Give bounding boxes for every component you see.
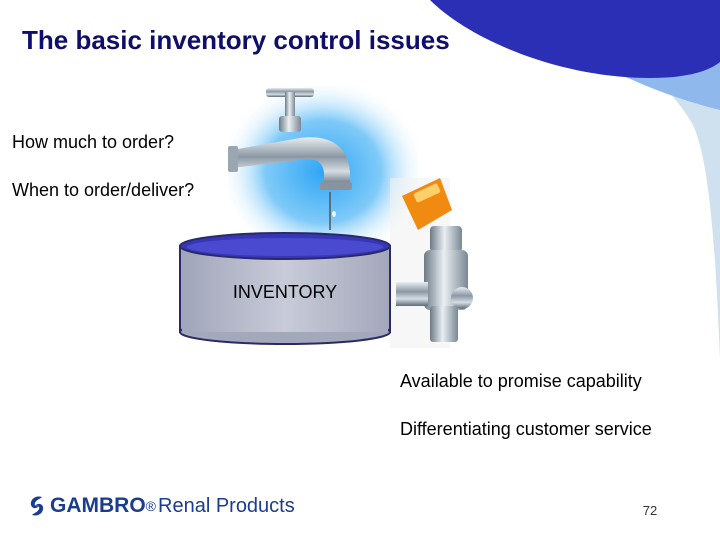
question-when: When to order/deliver? <box>12 180 195 200</box>
inventory-tank <box>179 232 391 345</box>
logo-registered: ® <box>145 498 156 514</box>
output-customer-service: Differentiating customer service <box>400 419 652 439</box>
output-atp: Available to promise capability <box>400 371 642 391</box>
output-tap-icon <box>390 178 473 348</box>
tank-label: INVENTORY <box>232 282 338 302</box>
page-number: 72 <box>642 503 658 518</box>
question-how-much: How much to order? <box>12 132 175 152</box>
gambro-mark-icon <box>30 496 44 516</box>
water-drop <box>332 211 336 217</box>
faucet-icon <box>228 88 352 190</box>
slide-title: The basic inventory control issues <box>22 25 450 55</box>
logo-suffix-text: Renal Products <box>158 494 295 517</box>
logo-brand-text: GAMBRO <box>50 494 146 517</box>
company-logo: GAMBRO ® Renal Products <box>26 488 295 524</box>
corner-dark-swoosh <box>430 0 720 78</box>
